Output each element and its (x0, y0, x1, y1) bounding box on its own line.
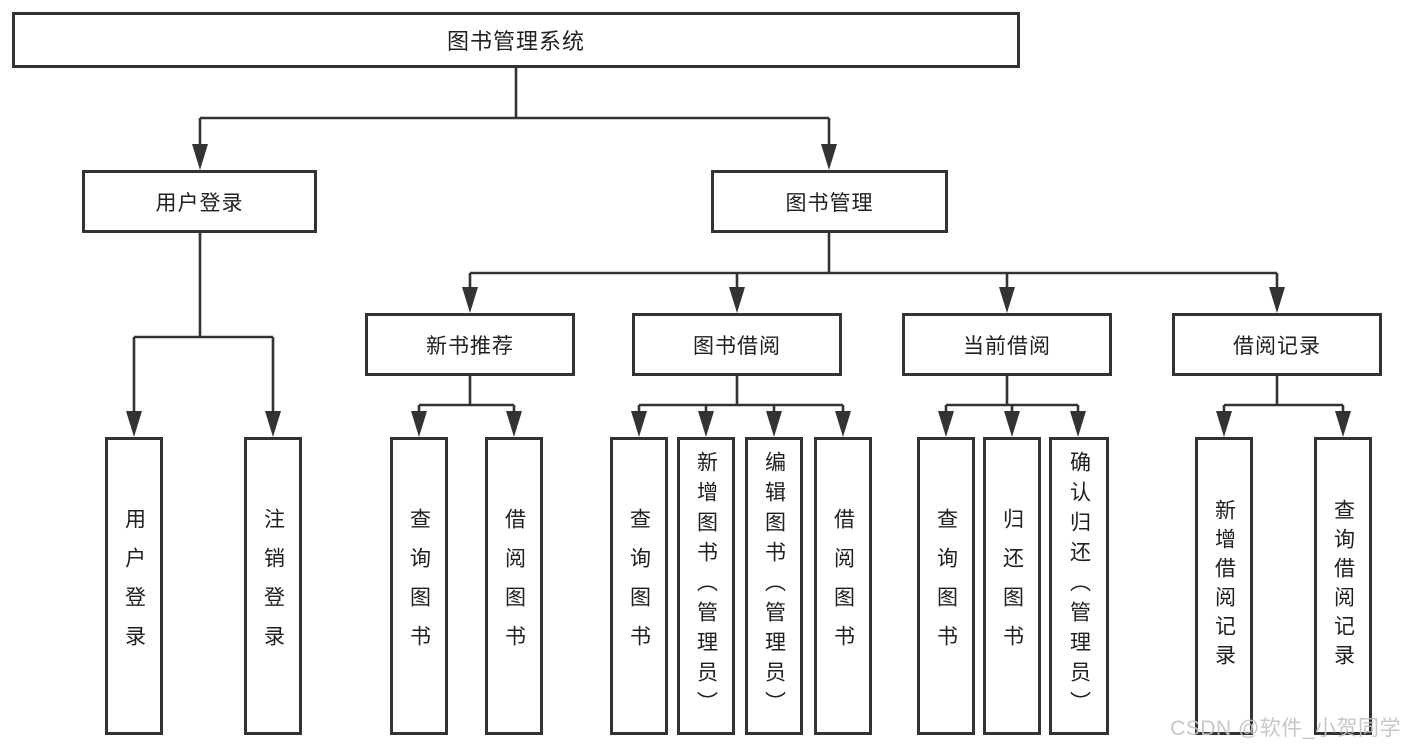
connector-segments (132, 68, 1345, 417)
node-new-book-recommendation: 新书推荐 (365, 313, 575, 376)
leaf-label: 查询图书 (407, 508, 431, 664)
leaf-label: 确认归还（管理员） (1067, 451, 1091, 721)
leaf-label: 借阅图书 (831, 508, 855, 664)
leaf-label: 新增借阅记录 (1212, 499, 1236, 673)
leaf-label: 注销登录 (261, 508, 285, 664)
node-user-login: 用户登录 (82, 170, 317, 233)
leaf-label: 用户登录 (122, 508, 146, 664)
leaf-query-books-recommend: 查询图书 (390, 437, 448, 735)
node-label: 图书借阅 (693, 334, 781, 358)
leaf-query-books-borrowing: 查询图书 (610, 437, 668, 735)
node-library-management-system: 图书管理系统 (12, 12, 1020, 68)
leaf-borrow-books-recommend: 借阅图书 (485, 437, 543, 735)
leaf-return-books: 归还图书 (983, 437, 1041, 735)
leaf-add-borrow-record: 新增借阅记录 (1195, 437, 1253, 735)
node-borrowing-records: 借阅记录 (1172, 313, 1382, 376)
leaf-query-borrow-record: 查询借阅记录 (1314, 437, 1372, 735)
leaf-confirm-return-admin: 确认归还（管理员） (1049, 437, 1109, 735)
csdn-watermark: CSDN @软件_小贺同学 (1170, 717, 1401, 740)
node-label: 图书管理系统 (446, 29, 585, 54)
node-label: 新书推荐 (426, 334, 514, 358)
node-label: 当前借阅 (963, 334, 1051, 358)
leaf-label: 借阅图书 (502, 508, 526, 664)
leaf-borrow-books-borrowing: 借阅图书 (814, 437, 872, 735)
leaf-label: 编辑图书（管理员） (762, 451, 786, 721)
leaf-logout: 注销登录 (244, 437, 302, 735)
leaf-label: 新增图书（管理员） (694, 451, 718, 721)
node-label: 用户登录 (155, 191, 244, 215)
node-label: 借阅记录 (1233, 334, 1321, 358)
leaf-add-book-admin: 新增图书（管理员） (677, 437, 735, 735)
arrowheads (126, 144, 1351, 437)
leaf-label: 查询图书 (627, 508, 651, 664)
leaf-label: 归还图书 (1000, 508, 1024, 664)
leaf-edit-book-admin: 编辑图书（管理员） (745, 437, 803, 735)
node-book-borrowing: 图书借阅 (632, 313, 842, 376)
node-book-management: 图书管理 (711, 170, 948, 233)
leaf-user-login: 用户登录 (105, 437, 163, 735)
node-label: 图书管理 (785, 191, 874, 215)
leaf-label: 查询借阅记录 (1331, 499, 1355, 673)
leaf-query-books-current: 查询图书 (917, 437, 975, 735)
leaf-label: 查询图书 (934, 508, 958, 664)
node-current-borrowing: 当前借阅 (902, 313, 1112, 376)
